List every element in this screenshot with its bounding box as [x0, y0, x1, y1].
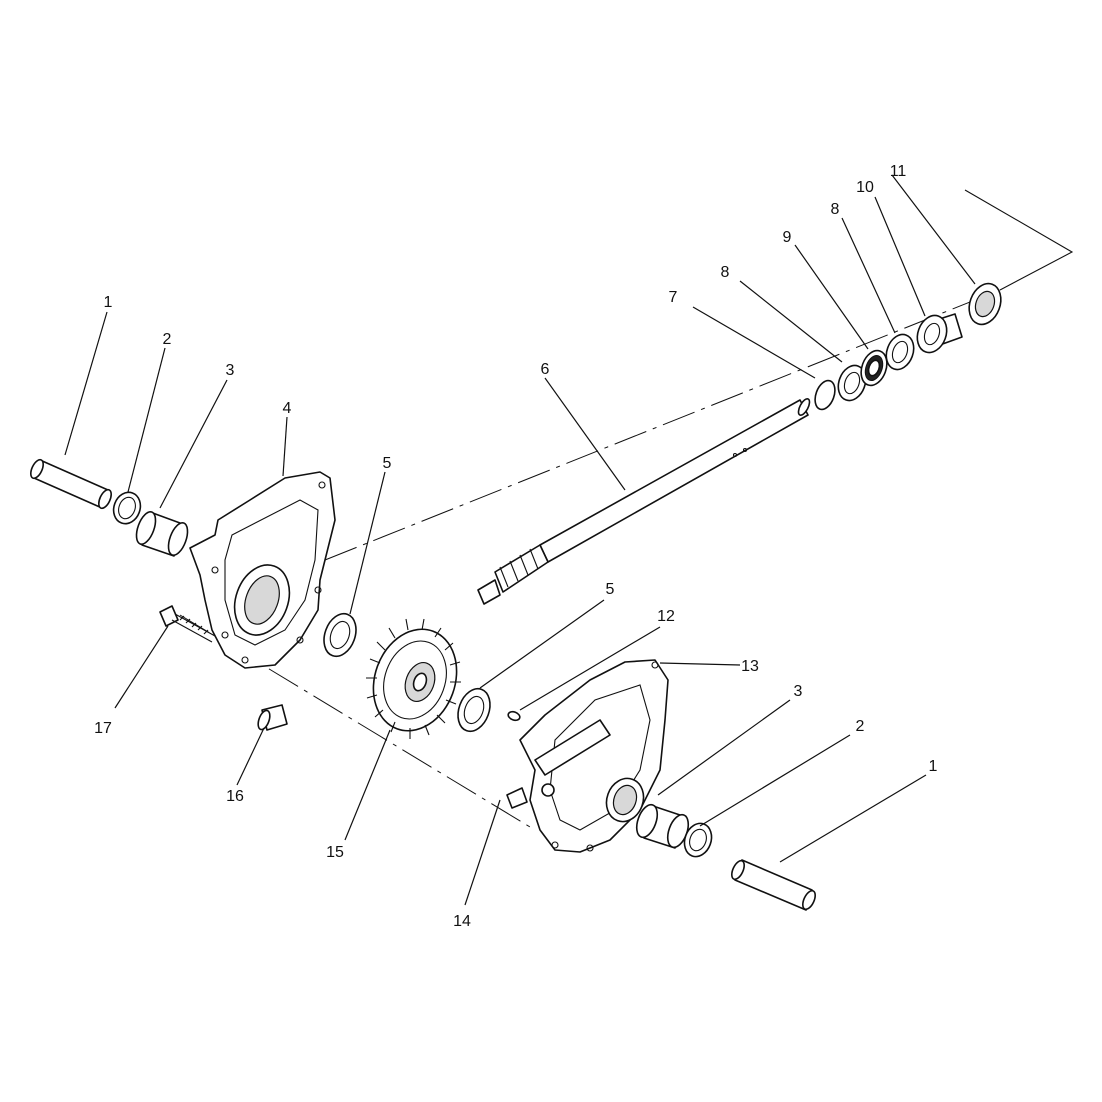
callout-2-upper: 2 [163, 331, 172, 348]
seal [968, 282, 1002, 326]
callout-15: 15 [326, 844, 344, 861]
callout-7: 7 [669, 289, 678, 306]
worm-shaft [477, 398, 811, 605]
callout-4: 4 [283, 400, 292, 417]
bushing-lower-right [635, 803, 690, 849]
thrust-washer-1 [837, 364, 867, 402]
callout-8-left: 8 [721, 264, 730, 281]
worm-gear [366, 618, 461, 739]
pin-lower-right [731, 859, 816, 911]
right-gear-housing [519, 659, 669, 853]
leader-lines [64, 174, 976, 906]
thrust-bearing [860, 349, 888, 387]
callout-1-lower: 1 [929, 758, 938, 775]
callout-8-right: 8 [831, 201, 840, 218]
woodruff-key [507, 710, 521, 722]
ring-lower-right [683, 822, 713, 858]
callout-14: 14 [453, 913, 471, 930]
callout-5-upper: 5 [383, 455, 392, 472]
callout-9: 9 [783, 229, 792, 246]
thrust-washer-2 [885, 333, 915, 371]
ring-upper-left [112, 491, 142, 525]
washer-lower [457, 687, 491, 733]
flanged-bushing [916, 313, 963, 354]
callout-17: 17 [94, 720, 112, 737]
spacer-sleeve [257, 704, 288, 731]
pin-upper-left [30, 458, 112, 510]
callout-numbers: 1 2 3 4 5 6 7 8 9 8 10 11 5 12 13 3 2 1 … [94, 163, 937, 930]
vent-plug [506, 787, 528, 809]
callout-3-upper: 3 [226, 362, 235, 379]
callout-16: 16 [226, 788, 244, 805]
bushing-upper-left [135, 510, 189, 557]
callout-3-lower: 3 [794, 683, 803, 700]
retaining-ring [814, 379, 836, 411]
left-gear-housing [189, 471, 336, 669]
callout-6: 6 [541, 361, 550, 378]
callout-5-lower: 5 [606, 581, 615, 598]
callout-10: 10 [856, 179, 874, 196]
callout-12: 12 [657, 608, 675, 625]
callout-11: 11 [890, 163, 907, 180]
hex-bolt [159, 605, 216, 643]
callout-1-upper: 1 [104, 294, 113, 311]
callout-13: 13 [741, 658, 759, 675]
callout-2-lower: 2 [856, 718, 865, 735]
washer-upper [323, 612, 357, 658]
